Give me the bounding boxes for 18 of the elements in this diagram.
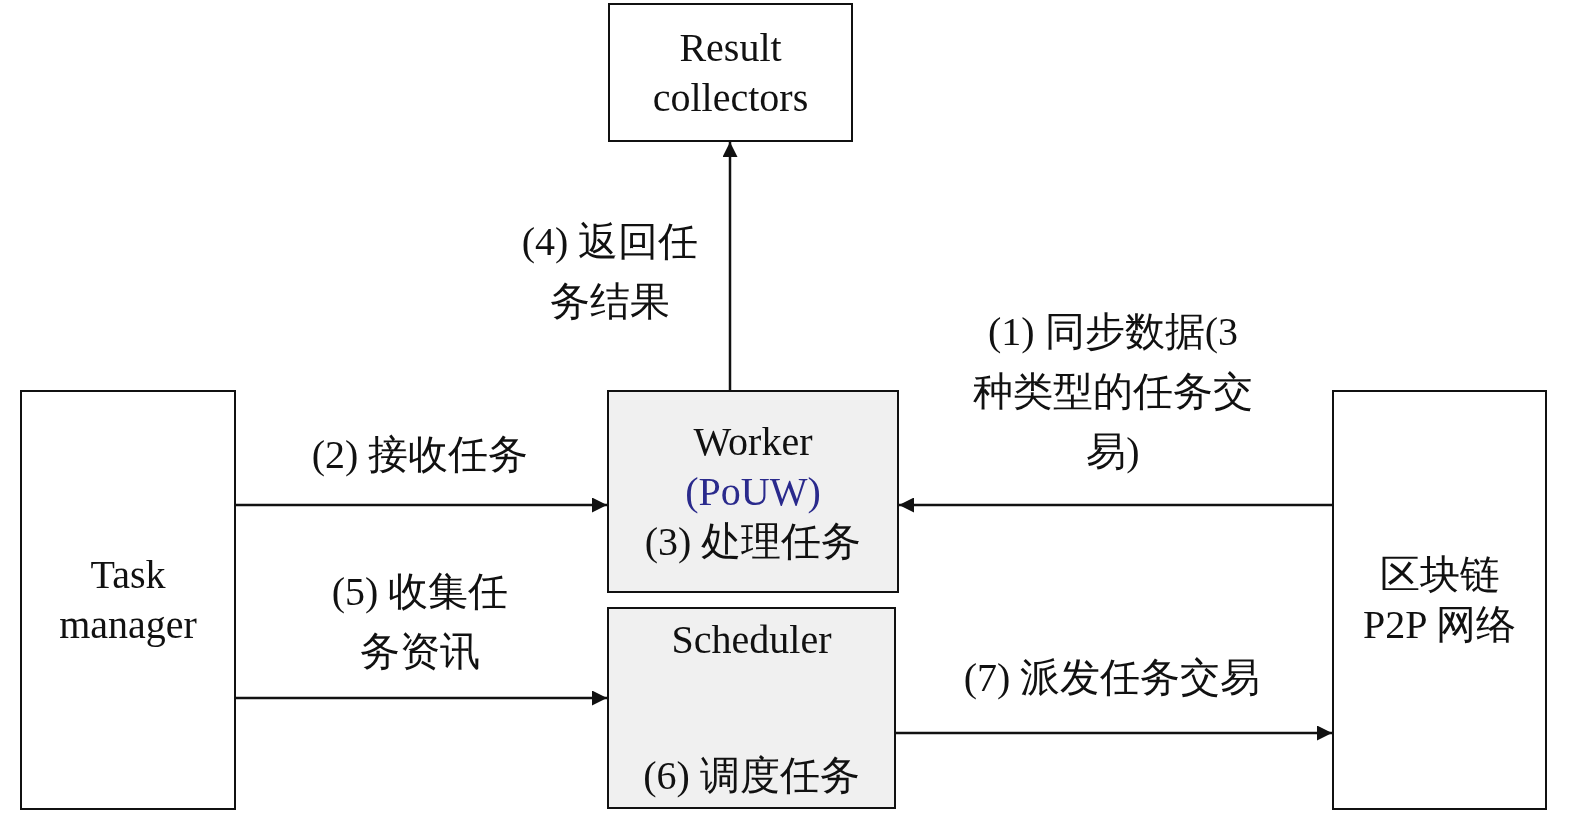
node-label: (PoUW) xyxy=(685,467,821,516)
arrow xyxy=(899,497,1332,513)
arrow xyxy=(236,497,607,513)
node-label: Worker xyxy=(693,417,813,466)
node-label: Task manager xyxy=(58,551,198,649)
process-box xyxy=(607,390,899,593)
arrow xyxy=(236,690,607,706)
node-label: (3) 处理任务 xyxy=(644,517,862,566)
node-label: Scheduler xyxy=(671,616,832,664)
arrow xyxy=(722,142,738,390)
process-box xyxy=(607,607,896,809)
node-label: 区块链 P2P 网络 xyxy=(1362,551,1517,649)
process-box xyxy=(608,3,853,142)
arrow xyxy=(896,725,1332,741)
node-label: (6) 调度任务 xyxy=(643,752,860,800)
node-label: Result collectors xyxy=(651,23,810,122)
process-box xyxy=(1332,390,1547,810)
process-box xyxy=(20,390,236,810)
